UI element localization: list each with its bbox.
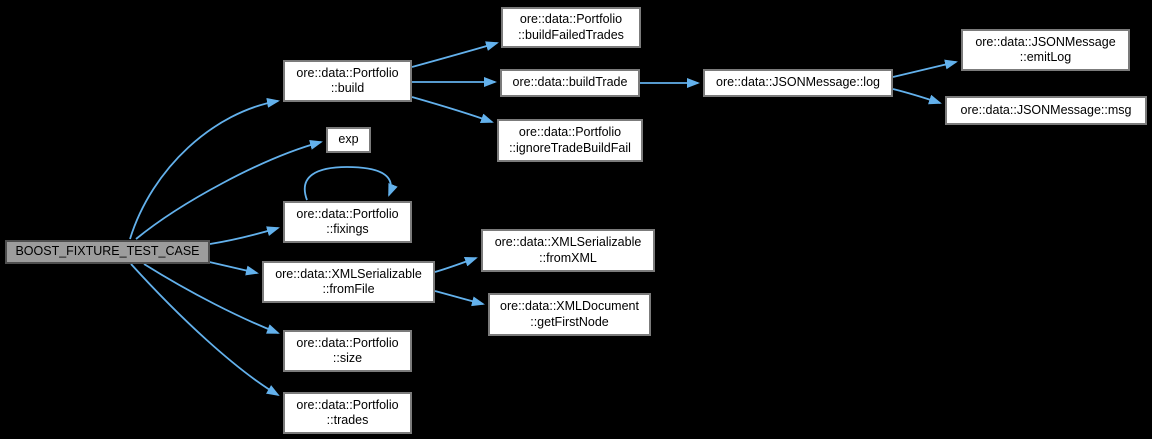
edge-boost-to-size	[143, 263, 280, 334]
node-xmldocument-getfirstnode[interactable]: ore::data::XMLDocument ::getFirstNode	[488, 293, 651, 336]
node-portfolio-ignoretradebuildfail[interactable]: ore::data::Portfolio ::ignoreTradeBuildF…	[497, 119, 643, 162]
edge-fixings-self-loop	[304, 166, 398, 201]
node-buildtrade[interactable]: ore::data::buildTrade	[500, 69, 640, 97]
node-portfolio-buildfailedtrades[interactable]: ore::data::Portfolio ::buildFailedTrades	[501, 7, 641, 48]
edge-build-to-ignoretradebuildfail	[411, 96, 494, 123]
node-portfolio-fixings[interactable]: ore::data::Portfolio ::fixings	[283, 201, 412, 243]
edge-log-to-msg	[892, 88, 942, 105]
edge-boost-to-trades	[130, 263, 280, 397]
node-xmlserializable-fromxml[interactable]: ore::data::XMLSerializable ::fromXML	[481, 229, 655, 272]
edge-boost-to-fromfile	[204, 260, 259, 276]
edge-boost-to-build	[129, 97, 280, 240]
node-portfolio-trades[interactable]: ore::data::Portfolio ::trades	[283, 392, 412, 434]
node-portfolio-size[interactable]: ore::data::Portfolio ::size	[283, 330, 412, 372]
edge-build-to-buildfailedtrades	[411, 41, 499, 68]
edge-fromfile-to-getfirstnode	[434, 290, 485, 307]
node-jsonmessage-log[interactable]: ore::data::JSONMessage::log	[703, 69, 893, 97]
node-portfolio-build[interactable]: ore::data::Portfolio ::build	[283, 60, 412, 102]
edge-boost-to-fixings	[209, 226, 280, 245]
node-jsonmessage-emitlog[interactable]: ore::data::JSONMessage ::emitLog	[961, 29, 1130, 71]
node-jsonmessage-msg[interactable]: ore::data::JSONMessage::msg	[945, 96, 1147, 125]
node-xmlserializable-fromfile[interactable]: ore::data::XMLSerializable ::fromFile	[262, 261, 435, 303]
edge-fromfile-to-fromxml	[434, 256, 478, 273]
edge-log-to-emitlog	[892, 59, 958, 78]
node-exp[interactable]: exp	[326, 127, 371, 153]
node-boost-fixture-test-case: BOOST_FIXTURE_TEST_CASE	[5, 240, 210, 264]
